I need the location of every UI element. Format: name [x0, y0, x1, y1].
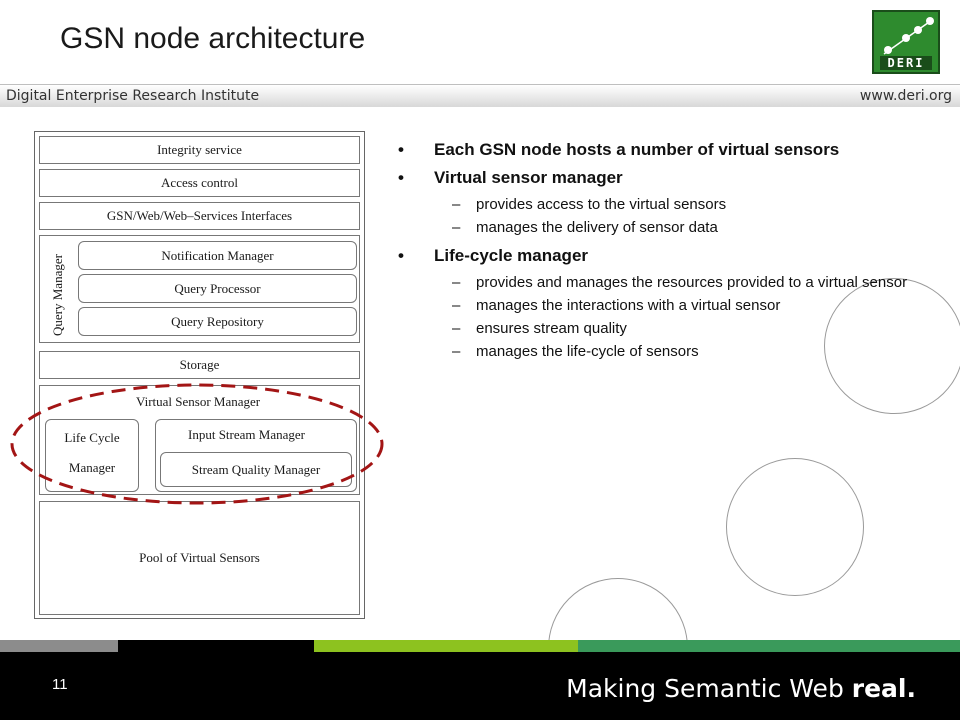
bullet-list: • Each GSN node hosts a number of virtual…: [398, 140, 958, 366]
sub-bullet-dash: –: [452, 219, 461, 236]
footer-strip-black: [118, 640, 314, 652]
sub-bullet-item: –provides access to the virtual sensors: [398, 196, 958, 213]
stream-quality-manager-box: Stream Quality Manager: [160, 452, 352, 487]
life-cycle-label-line2: Manager: [68, 460, 116, 475]
query-processor-box: Query Processor: [78, 274, 357, 303]
footer-slogan: Making Semantic Web real.: [566, 674, 916, 703]
sub-bullet-text: provides access to the virtual sensors: [476, 196, 727, 213]
integrity-service-box: Integrity service: [39, 136, 360, 164]
bullet-dot: •: [398, 140, 404, 159]
life-cycle-manager-box: Life Cycle Manager: [45, 419, 139, 492]
sub-bullet-text: manages the interactions with a virtual …: [476, 297, 781, 314]
life-cycle-label-line1: Life Cycle: [64, 430, 120, 445]
sub-bullet-dash: –: [452, 196, 461, 213]
input-stream-manager-box: Input Stream Manager Stream Quality Mana…: [155, 419, 357, 492]
bullet-item: • Each GSN node hosts a number of virtual…: [398, 140, 958, 160]
footer-strip-gray: [0, 640, 118, 652]
bullet-item: • Life-cycle manager: [398, 246, 958, 266]
sub-bullet-item: –ensures stream quality: [398, 320, 958, 337]
bullet-text: Virtual sensor manager: [434, 168, 623, 187]
logo-dots-icon: [883, 17, 934, 55]
sub-bullet-text: provides and manages the resources provi…: [476, 274, 908, 291]
footer-strip-lime: [314, 640, 578, 652]
sub-bullet-item: –manages the delivery of sensor data: [398, 219, 958, 236]
sub-bullet-dash: –: [452, 274, 461, 291]
storage-label: Storage: [179, 357, 220, 372]
stream-quality-manager-label: Stream Quality Manager: [191, 461, 321, 477]
virtual-sensor-manager-box: Virtual Sensor Manager Life Cycle Manage…: [39, 385, 360, 495]
interfaces-label: GSN/Web/Web–Services Interfaces: [106, 208, 293, 223]
page-number: 11: [52, 676, 68, 693]
query-manager-label: Query Manager: [50, 254, 65, 336]
sub-bullet-item: –manages the life-cycle of sensors: [398, 343, 958, 360]
gsn-architecture-diagram: Integrity service Access control GSN/Web…: [34, 131, 365, 619]
website-url[interactable]: www.deri.org: [859, 88, 952, 104]
bullet-text: Each GSN node hosts a number of virtual …: [434, 140, 840, 159]
access-control-box: Access control: [39, 169, 360, 197]
integrity-service-label: Integrity service: [157, 142, 242, 157]
virtual-sensor-manager-label: Virtual Sensor Manager: [136, 394, 261, 409]
sub-bullet-text: ensures stream quality: [476, 320, 627, 337]
access-control-label: Access control: [161, 175, 238, 190]
decorative-circle: [824, 278, 960, 414]
input-stream-manager-label: Input Stream Manager: [188, 427, 305, 442]
slogan-bold: real.: [851, 674, 916, 703]
footer-strip-green: [578, 640, 960, 652]
footer-bar: [0, 652, 960, 720]
bullet-text: Life-cycle manager: [434, 246, 589, 265]
deri-logo: DERI: [872, 10, 940, 74]
storage-box: Storage: [39, 351, 360, 379]
organization-name: Digital Enterprise Research Institute: [6, 88, 260, 104]
logo-text: DERI: [880, 56, 932, 70]
interfaces-box: GSN/Web/Web–Services Interfaces: [39, 202, 360, 230]
pool-of-virtual-sensors-box: Pool of Virtual Sensors: [39, 501, 360, 615]
sub-bullet-text: manages the life-cycle of sensors: [476, 343, 699, 360]
sub-bullet-dash: –: [452, 320, 461, 337]
query-repository-label: Query Repository: [171, 313, 264, 329]
sub-bullet-item: –provides and manages the resources prov…: [398, 274, 958, 291]
query-repository-box: Query Repository: [78, 307, 357, 336]
slogan-regular: Making Semantic Web: [566, 674, 852, 703]
header-bar: [0, 84, 960, 107]
sub-bullet-dash: –: [452, 343, 461, 360]
sub-bullet-item: –manages the interactions with a virtual…: [398, 297, 958, 314]
slide-title: GSN node architecture: [60, 22, 366, 55]
bullet-dot: •: [398, 246, 404, 265]
bullet-item: • Virtual sensor manager: [398, 168, 958, 188]
bullet-dot: •: [398, 168, 404, 187]
pool-of-virtual-sensors-label: Pool of Virtual Sensors: [139, 550, 260, 565]
notification-manager-box: Notification Manager: [78, 241, 357, 270]
query-processor-label: Query Processor: [174, 280, 261, 296]
notification-manager-label: Notification Manager: [161, 247, 274, 263]
sub-bullet-dash: –: [452, 297, 461, 314]
query-manager-box: Query Manager Notification Manager Query…: [39, 235, 360, 343]
decorative-circle: [726, 458, 864, 596]
sub-bullet-text: manages the delivery of sensor data: [476, 219, 718, 236]
